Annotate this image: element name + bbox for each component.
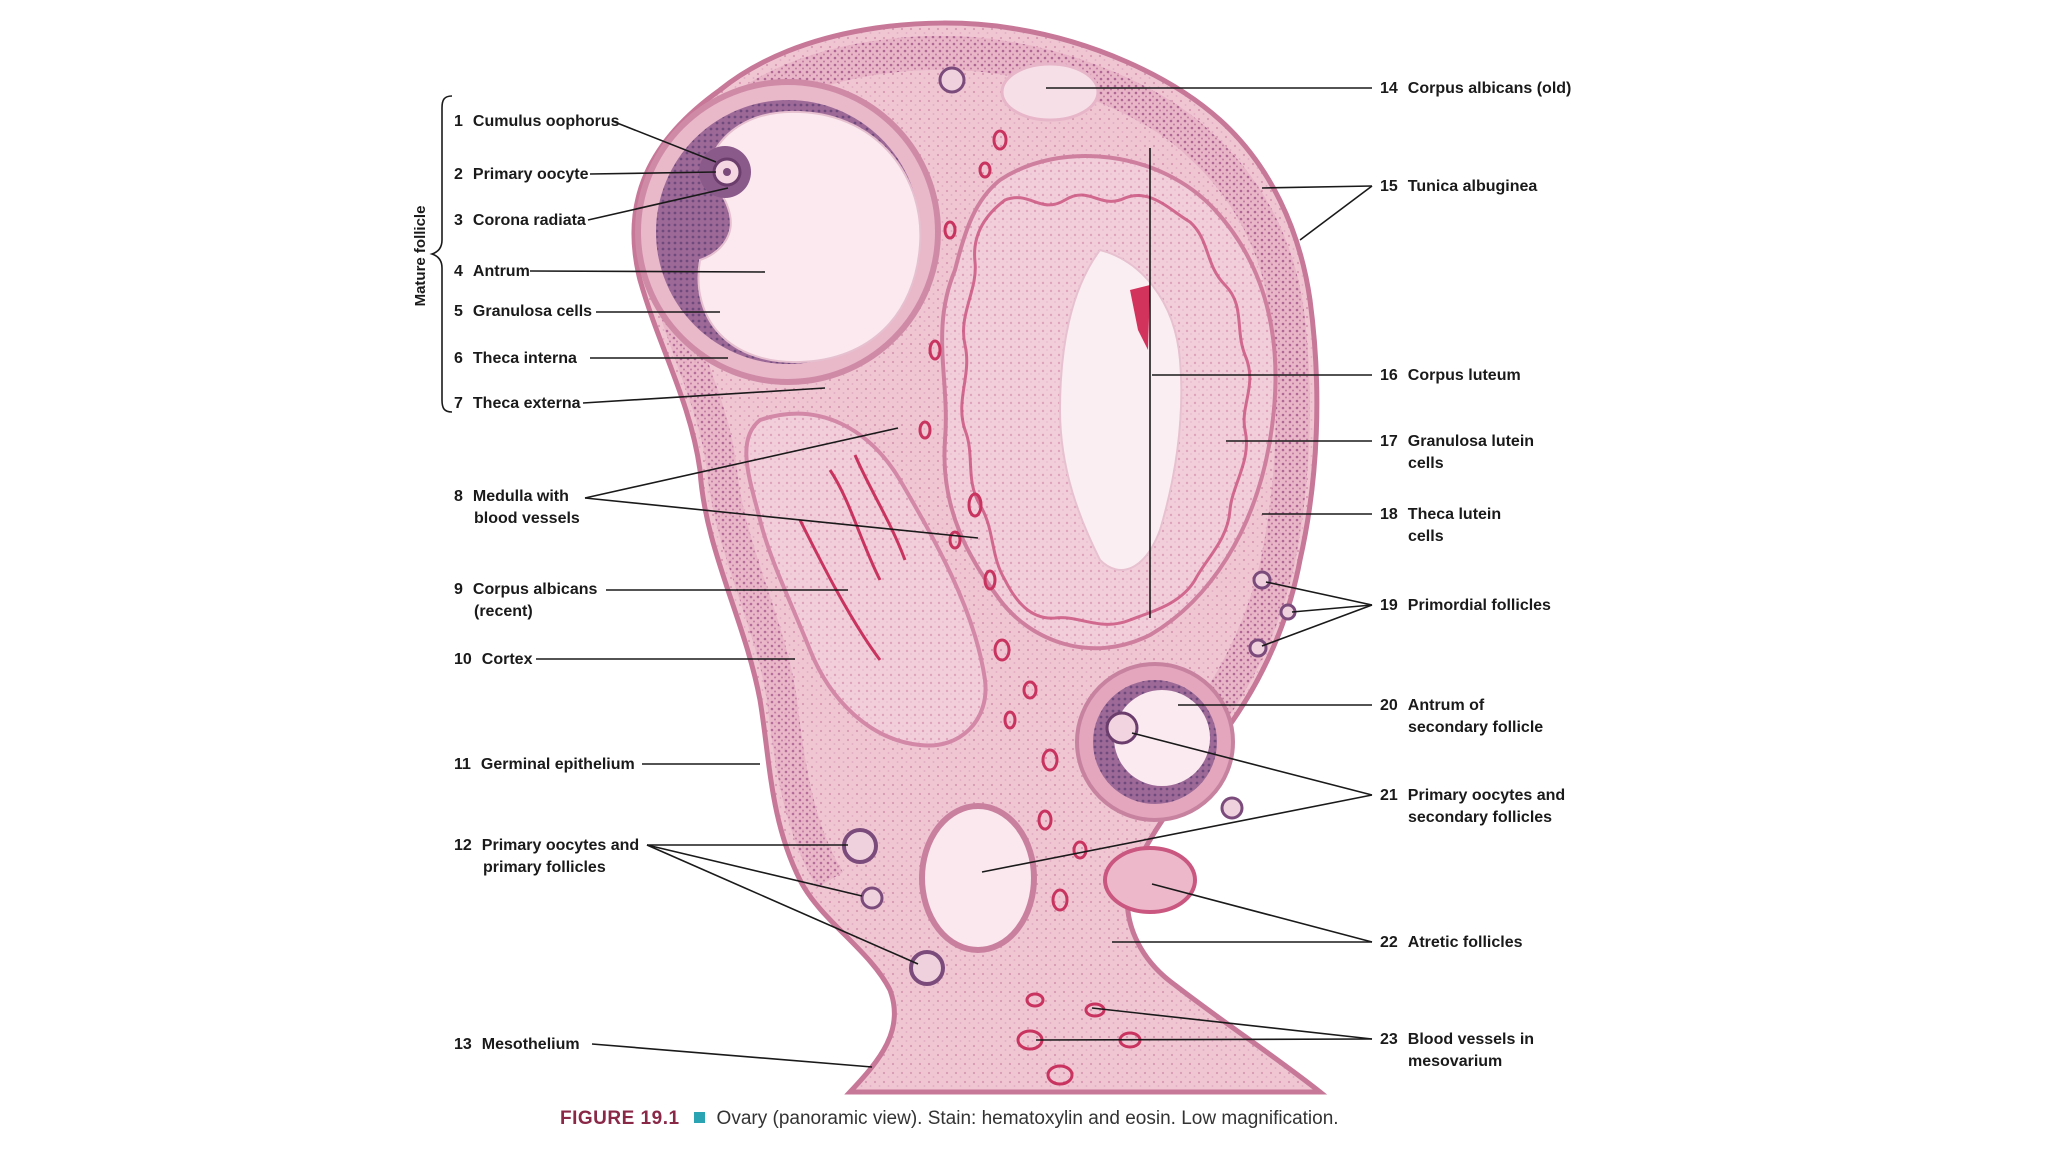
label-12-line2: primary follicles <box>483 859 606 876</box>
label-23-line2: mesovarium <box>1408 1053 1502 1070</box>
corpus-luteum-lumen <box>1058 248 1183 571</box>
right-leader-lines <box>981 87 1373 1041</box>
cortex-band <box>729 35 1310 741</box>
label-21-line2: secondary follicles <box>1408 809 1552 826</box>
label-17-line2: cells <box>1408 455 1444 472</box>
mature-follicle-bracket: Mature follicle <box>412 95 453 413</box>
label-18-line2: cells <box>1408 528 1444 545</box>
figure-caption: FIGURE 19.1 Ovary (panoramic view). Stain… <box>560 1108 1560 1138</box>
corpus-albicans-old <box>1000 62 1100 122</box>
label-8-line2: blood vessels <box>474 510 580 527</box>
label-20-line2: secondary follicle <box>1408 719 1543 736</box>
primary-follicles <box>842 66 1297 986</box>
left-leader-lines <box>529 120 979 1068</box>
caption-text: Ovary (panoramic view). Stain: hematoxyl… <box>716 1108 1339 1129</box>
secondary-follicle <box>1075 662 1235 822</box>
caption-square-icon <box>693 1112 705 1123</box>
corpus-luteum <box>940 154 1278 651</box>
figure-number: FIGURE 19.1 <box>560 1108 680 1129</box>
mature-follicle <box>635 79 941 385</box>
atretic-follicle <box>1103 846 1197 914</box>
ovary-section <box>631 20 1328 1095</box>
mature-follicle-label: Mature follicle <box>412 206 429 307</box>
lower-follicle <box>919 803 1037 953</box>
medulla-vessels <box>918 129 1142 1086</box>
label-9-line2: (recent) <box>474 603 533 620</box>
